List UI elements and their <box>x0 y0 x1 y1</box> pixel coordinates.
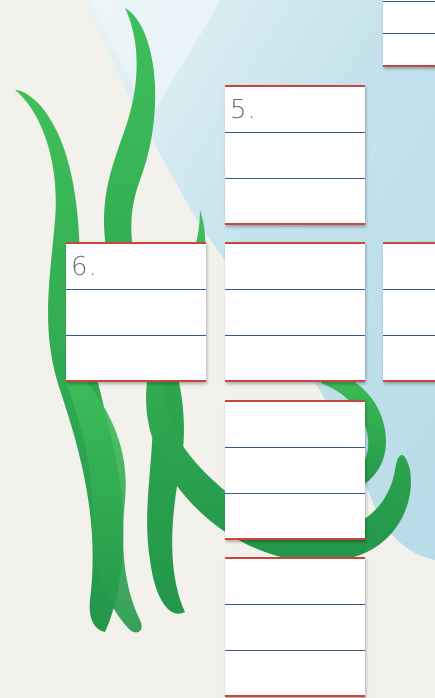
answer-row[interactable] <box>225 447 365 492</box>
clue-number-row[interactable]: 5. <box>225 87 365 132</box>
answer-row[interactable] <box>383 289 435 334</box>
crossword-cell[interactable] <box>225 400 365 540</box>
answer-row[interactable] <box>383 1 435 33</box>
answer-row[interactable] <box>225 244 365 289</box>
answer-row[interactable] <box>225 559 365 604</box>
clue-number-label: 6. <box>71 254 98 280</box>
answer-row[interactable] <box>66 335 206 380</box>
answer-row[interactable] <box>225 493 365 538</box>
answer-row[interactable] <box>383 244 435 289</box>
answer-row[interactable] <box>225 289 365 334</box>
crossword-cell-top-right[interactable] <box>383 0 435 67</box>
answer-row[interactable] <box>66 289 206 334</box>
crossword-cell[interactable] <box>225 557 365 697</box>
crossword-cell[interactable] <box>225 242 365 382</box>
answer-row[interactable] <box>225 132 365 177</box>
answer-row[interactable] <box>383 335 435 380</box>
clue-number-row[interactable]: 6. <box>66 244 206 289</box>
answer-row[interactable] <box>383 33 435 65</box>
answer-row[interactable] <box>225 335 365 380</box>
answer-row[interactable] <box>225 650 365 695</box>
crossword-cell-clue-5[interactable]: 5. <box>225 85 365 225</box>
clue-number-label: 5. <box>230 97 257 123</box>
answer-row[interactable] <box>225 178 365 223</box>
crossword-cell-right-partial[interactable] <box>383 242 435 382</box>
crossword-cell-clue-6[interactable]: 6. <box>66 242 206 382</box>
answer-row[interactable] <box>225 604 365 649</box>
answer-row[interactable] <box>225 402 365 447</box>
